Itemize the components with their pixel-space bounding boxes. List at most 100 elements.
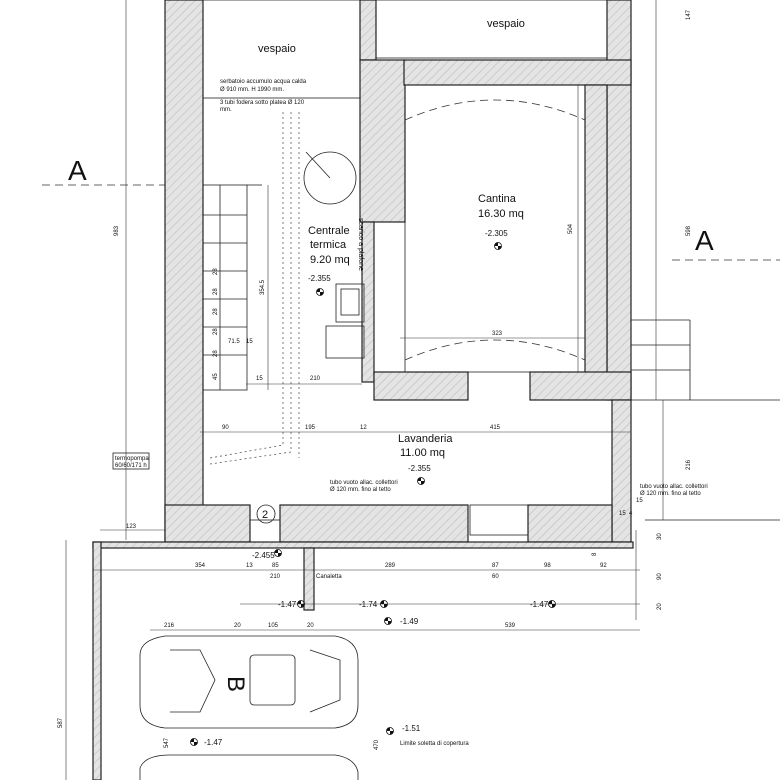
dim-20b: 20 (307, 623, 314, 629)
level-markers (190, 242, 556, 746)
section-mark-right: A (695, 225, 714, 256)
dim-71-5: 71.5 (228, 339, 240, 345)
room-vespaio-left: vespaio (258, 43, 296, 55)
level-marker-icon (297, 600, 305, 608)
dimension-lines (65, 0, 664, 780)
room-centrale-line2: termica (310, 239, 347, 251)
dim-354: 354 (195, 563, 206, 569)
level-l7: -1.47 (204, 738, 223, 747)
note-tubo-mid-1: tubo vuoto allac. collettori (330, 480, 398, 486)
dim-216: 216 (164, 623, 175, 629)
dim-85: 85 (272, 563, 279, 569)
dim-28a: 28 (213, 268, 219, 275)
dim-28e: 28 (213, 350, 219, 357)
room-lavanderia-name: Lavanderia (398, 433, 453, 445)
boiler-unit-1 (335, 283, 365, 323)
dim-4: 4 (629, 511, 633, 517)
dim-415: 415 (490, 425, 501, 431)
pipes (209, 112, 300, 465)
dim-105: 105 (268, 623, 279, 629)
room-lavanderia-level: -2.355 (408, 464, 431, 473)
level-marker-icon (384, 617, 392, 625)
staircase (202, 184, 262, 391)
dim-90r: 90 (657, 573, 663, 580)
room-lavanderia-area: 11.00 mq (400, 447, 445, 459)
room-cantina-level: -2.305 (485, 229, 508, 238)
dim-210a: 210 (310, 376, 321, 382)
dim-92: 92 (600, 563, 607, 569)
dim-8: 8 (592, 552, 598, 556)
car-top (139, 635, 359, 729)
car-mark: B (222, 676, 249, 692)
dim-539: 539 (505, 623, 516, 629)
labels: A A B vespaio vespaio Centrale termica 9… (58, 9, 714, 750)
level-marker-icon (386, 727, 394, 735)
dim-20a: 20 (234, 623, 241, 629)
dim-289: 289 (385, 563, 396, 569)
dim-15a: 15 (246, 339, 253, 345)
room-vespaio-right: vespaio (487, 18, 525, 30)
note-tubo-mid-2: Ø 120 mm. fino al tetto (330, 487, 391, 493)
note-tubi-1: 3 tubi fodera sotto platea Ø 120 (220, 100, 305, 106)
dim-123: 123 (126, 524, 137, 530)
dim-598: 598 (686, 225, 692, 236)
note-serbatoio-2: Ø 910 mm. H 1990 mm. (220, 87, 284, 93)
level-marker-icon (380, 600, 388, 608)
dim-547: 547 (164, 737, 170, 748)
level-l3: -1.74 (359, 600, 378, 609)
level-l4: -1.47 (530, 600, 549, 609)
level-l6: -1.51 (402, 724, 421, 733)
level-marker-icon (190, 738, 198, 746)
dim-504: 504 (568, 223, 574, 234)
room-centrale-line1: Centrale (308, 225, 350, 237)
tank-circle (303, 151, 357, 205)
dim-354-5: 354.5 (260, 279, 266, 295)
note-limite: Limite soletta di copertura (400, 741, 469, 747)
level-marker-icon (417, 477, 425, 485)
room-cantina-area: 16.30 mq (478, 208, 524, 220)
car-bottom (139, 754, 359, 780)
walls (92, 0, 634, 780)
note-scarico: scarico a plafone (357, 218, 364, 271)
dim-195: 195 (305, 425, 316, 431)
level-marker-icon (494, 242, 502, 250)
note-tubo-right-2: Ø 120 mm. fino al tetto (640, 491, 701, 497)
dim-28c: 28 (213, 308, 219, 315)
dim-30: 30 (657, 533, 663, 540)
dim-87: 87 (492, 563, 499, 569)
room-cantina-name: Cantina (478, 193, 517, 205)
note-tubo-right-1: tubo vuoto allac. collettori (640, 484, 708, 490)
dim-12: 12 (360, 425, 367, 431)
level-l5: -1.49 (400, 617, 419, 626)
dim-15c: 15 (636, 498, 643, 504)
dim-587: 587 (58, 717, 64, 728)
note-canaletta: Canaletta (316, 574, 342, 580)
dim-28d: 28 (213, 328, 219, 335)
level-marker-icon (316, 288, 324, 296)
boiler-unit-2 (325, 325, 365, 359)
dim-470: 470 (374, 739, 380, 750)
dim-15b: 15 (256, 376, 263, 382)
note-termopompa-1: termopompa (115, 456, 149, 462)
dim-15r: 15 (619, 511, 626, 517)
level-l2: -1.47 (278, 600, 297, 609)
dim-983: 983 (114, 225, 120, 236)
section-mark-left: A (68, 155, 87, 186)
room-centrale-level: -2.355 (308, 274, 331, 283)
dim-98: 98 (544, 563, 551, 569)
dim-20r: 20 (657, 603, 663, 610)
exterior-steps (631, 319, 780, 521)
level-marker-icon (548, 600, 556, 608)
note-termopompa-2: 60/60/171 h (115, 463, 147, 469)
dim-210b: 210 (270, 574, 281, 580)
dim-323: 323 (492, 331, 503, 337)
note-serbatoio-1: serbatoio accumulo acqua calda (220, 79, 307, 85)
dim-216-right: 216 (686, 459, 692, 470)
dim-45: 45 (213, 373, 219, 380)
dim-13: 13 (246, 563, 253, 569)
level-l1: -2.455 (252, 551, 275, 560)
level-marker-icon (274, 549, 282, 557)
dim-147: 147 (686, 9, 692, 20)
dim-60: 60 (492, 574, 499, 580)
